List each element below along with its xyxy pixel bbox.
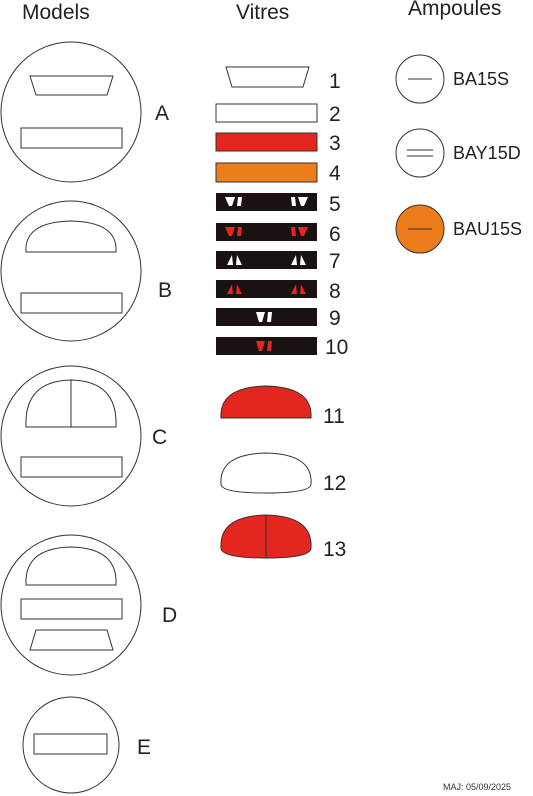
model-e-label: E [137,736,151,759]
vitre-1-number: 1 [329,70,341,93]
vitre-9-number: 9 [329,307,341,330]
ba15s-label: BA15S [453,69,509,89]
model-d: D [0,534,177,676]
vitre-5-left-mark [225,197,235,206]
model-b-dome-lens [25,220,117,253]
vitre-1-trapezoid [225,66,310,88]
vitre-7: 7 [216,250,341,273]
vitre-4-orange-rect [215,162,318,183]
vitre-2: 2 [215,103,341,126]
vitre-1: 1 [225,66,341,93]
vitre-13: 13 [220,514,346,561]
vitre-3-red-rect [215,132,318,152]
vitre-7-left-mark [236,255,242,265]
vitre-12-number: 12 [323,472,346,495]
ampoule-ba15s: BA15S [395,54,509,104]
bau15s-label: BAU15S [453,219,522,239]
vitre-10-black-rect [216,337,317,355]
vitre-10-center-mark [256,341,265,351]
vitres-heading: Vitres [236,1,290,24]
model-d-label: D [162,604,177,627]
vitre-9-center-mark [256,312,265,322]
model-b-label: B [158,279,172,302]
models-heading: Models [22,1,90,24]
model-a: A [0,41,169,183]
vitre-10-center-mark [267,341,272,351]
vitre-11-red-dome [220,385,312,419]
vitre-7-number: 7 [329,250,341,273]
model-c-rect-lens [20,456,123,478]
vitre-6-right-mark [291,227,296,236]
vitre-12: 12 [220,452,346,495]
model-a-trapezoid-lens [29,75,114,96]
vitre-12-clear-dome [220,452,312,494]
ampoules-heading: Ampoules [408,0,502,20]
vitre-5-number: 5 [329,193,341,216]
vitre-8-number: 8 [329,280,341,303]
vitre-10-number: 10 [325,336,348,359]
footer-date: MAJ: 05/09/2025 [442,782,511,792]
ampoule-bay15d: BAY15D [395,128,521,178]
model-a-label: A [155,102,169,125]
vitre-8-right-mark [300,284,306,294]
ampoule-bau15s: BAU15S [395,204,522,254]
bay15d-bulb-icon [395,128,445,178]
vitre-9-center-mark [267,312,272,322]
vitre-6-right-mark [298,227,308,236]
vitre-9: 9 [216,307,341,330]
vitre-5-right-mark [298,197,308,206]
vitre-3: 3 [215,132,341,155]
vitre-4-number: 4 [329,162,341,185]
vitre-10: 10 [216,336,348,359]
vitre-6: 6 [216,223,341,246]
model-b: B [0,200,172,342]
vitre-7-right-mark [291,255,297,265]
model-e-rect-lens [33,733,108,755]
vitre-4: 4 [215,162,341,185]
vitre-2-number: 2 [329,103,341,126]
model-d-dome-lens [25,546,117,586]
vitre-7-right-mark [300,255,306,265]
vitre-3-number: 3 [329,132,341,155]
model-c: C [0,365,167,507]
vitre-5-right-mark [291,197,296,206]
vitre-13-number: 13 [323,538,346,561]
bay15d-label: BAY15D [453,143,521,163]
vitre-6-number: 6 [329,223,341,246]
model-b-rect-lens [20,292,123,314]
vitre-7-left-mark [227,255,233,265]
vitre-11: 11 [220,385,345,428]
model-c-label: C [152,426,167,449]
model-e: E [22,696,151,794]
vitre-8: 8 [216,280,341,303]
model-d-trapezoid-lens [29,629,114,651]
vitre-2-clear-rect [215,103,318,123]
model-a-housing [0,41,142,183]
model-d-rect-lens [20,598,123,620]
vitre-8-left-mark [227,284,233,294]
vitre-11-number: 11 [323,405,345,428]
vitre-5-left-mark [237,197,242,206]
vitre-8-left-mark [236,284,242,294]
vitre-9-black-rect [216,308,317,326]
model-a-rect-lens [20,127,123,149]
vitre-6-left-mark [225,227,235,236]
vitre-6-left-mark [237,227,242,236]
vitre-5: 5 [216,193,341,216]
vitre-8-right-mark [291,284,297,294]
